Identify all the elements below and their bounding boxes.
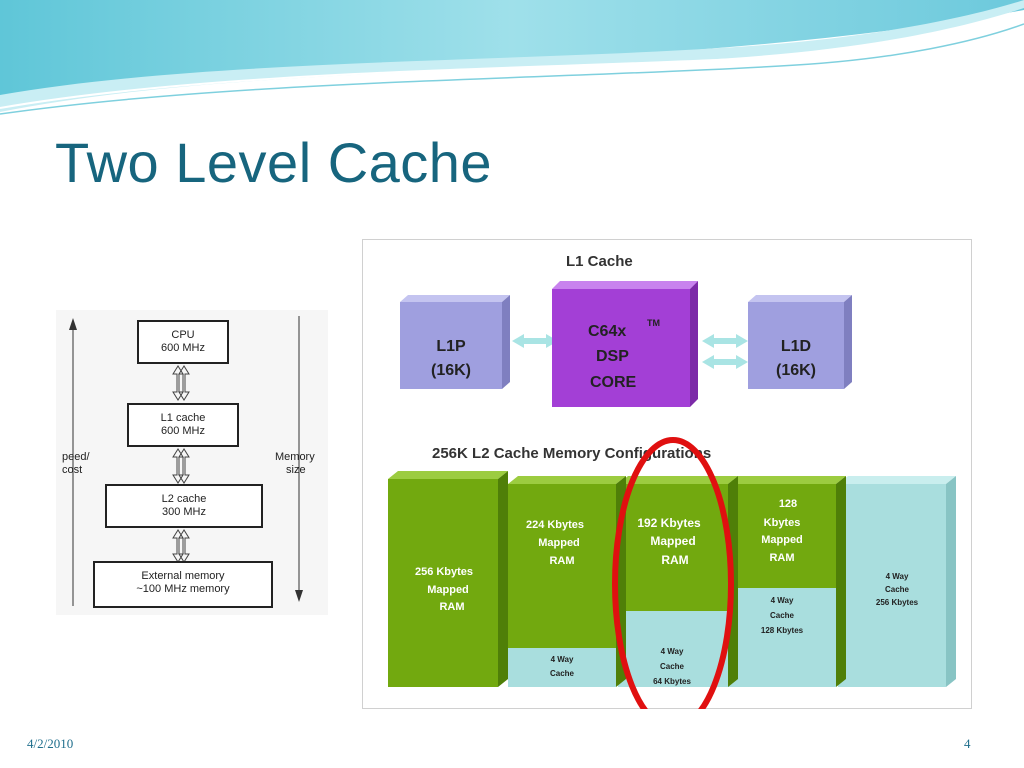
svg-text:RAM: RAM — [769, 552, 794, 564]
svg-text:600 MHz: 600 MHz — [161, 425, 205, 437]
svg-text:C64x: C64x — [588, 323, 626, 340]
svg-text:DSP: DSP — [596, 348, 629, 365]
right-axis-label-line2: size — [286, 464, 306, 476]
svg-text:Cache: Cache — [550, 669, 575, 678]
svg-text:300 MHz: 300 MHz — [162, 506, 206, 518]
svg-text:128: 128 — [779, 498, 797, 510]
svg-text:Cache: Cache — [660, 662, 685, 671]
svg-text:RAM: RAM — [549, 555, 574, 567]
bidirectional-arrow-icon — [172, 448, 190, 484]
svg-text:CPU: CPU — [171, 329, 194, 341]
svg-text:Cache: Cache — [885, 585, 910, 594]
bidirectional-arrow-icon — [512, 334, 558, 348]
svg-text:L1P: L1P — [436, 338, 466, 355]
external-memory-box — [93, 561, 273, 608]
bidirectional-arrow-icon — [702, 334, 748, 369]
up-arrow-icon — [69, 318, 77, 330]
svg-text:256 Kbytes: 256 Kbytes — [876, 598, 919, 607]
dsp-core-block: C64x TM DSP CORE — [552, 281, 698, 407]
left-axis-label-line2: cost — [62, 464, 82, 476]
svg-text:Mapped: Mapped — [538, 537, 580, 549]
left-axis-label-line1: peed/ — [62, 451, 90, 463]
svg-text:4 Way: 4 Way — [661, 647, 684, 656]
svg-text:~100 MHz memory: ~100 MHz memory — [136, 583, 230, 595]
l2-config-4: 128 Kbytes Mapped RAM 4 Way Cache 128 Kb… — [728, 476, 846, 687]
l2-config-2: 224 Kbytes Mapped RAM 4 Way Cache — [508, 476, 626, 687]
cache-configuration-diagram: L1 Cache L1P (16K) C64x TM DSP CORE L1D … — [362, 239, 972, 709]
l2-config-5: 4 Way Cache 256 Kbytes — [838, 476, 956, 687]
page-number: 4 — [964, 736, 971, 751]
svg-text:192 Kbytes: 192 Kbytes — [637, 516, 701, 530]
l1-cache-heading: L1 Cache — [566, 253, 633, 270]
l1p-block: L1P (16K) — [400, 295, 510, 389]
svg-text:256 Kbytes: 256 Kbytes — [415, 566, 473, 578]
svg-text:External memory: External memory — [141, 570, 225, 582]
svg-text:RAM: RAM — [661, 553, 688, 567]
svg-text:L1D: L1D — [781, 338, 811, 355]
svg-text:600 MHz: 600 MHz — [161, 342, 205, 354]
svg-text:64 Kbytes: 64 Kbytes — [653, 677, 691, 686]
slide-title: Two Level Cache — [55, 131, 493, 194]
cpu-box — [137, 320, 229, 364]
svg-text:4 Way: 4 Way — [771, 596, 794, 605]
right-axis-label-line1: Memory — [275, 451, 315, 463]
svg-text:TM: TM — [647, 318, 660, 328]
svg-text:Mapped: Mapped — [761, 534, 803, 546]
svg-text:L2 cache: L2 cache — [162, 493, 207, 505]
highlight-ellipse — [612, 437, 734, 709]
svg-text:(16K): (16K) — [776, 362, 816, 379]
svg-text:128 Kbytes: 128 Kbytes — [761, 626, 804, 635]
svg-text:4 Way: 4 Way — [886, 572, 909, 581]
svg-text:Mapped: Mapped — [650, 534, 695, 548]
l1-cache-box — [127, 403, 239, 447]
svg-text:224 Kbytes: 224 Kbytes — [526, 519, 584, 531]
svg-text:RAM: RAM — [439, 601, 464, 613]
svg-text:4 Way: 4 Way — [551, 655, 574, 664]
l2-cache-box — [105, 484, 263, 528]
l2-config-heading: 256K L2 Cache Memory Configurations — [432, 445, 711, 462]
bidirectional-arrow-icon — [172, 365, 190, 401]
svg-text:CORE: CORE — [590, 374, 637, 391]
svg-text:Kbytes: Kbytes — [764, 517, 801, 529]
svg-text:L1 cache: L1 cache — [161, 412, 206, 424]
header-wave-banner — [0, 0, 1024, 115]
l1d-block: L1D (16K) — [748, 295, 852, 389]
l2-config-1: 256 Kbytes Mapped RAM — [388, 471, 508, 687]
svg-text:(16K): (16K) — [431, 362, 471, 379]
down-arrow-icon — [295, 590, 303, 602]
memory-hierarchy-diagram: peed/ cost Memory size CPU 600 MHz L1 ca… — [56, 310, 328, 615]
l2-config-3: 192 Kbytes Mapped RAM 4 Way Cache 64 Kby… — [618, 476, 738, 687]
svg-text:Cache: Cache — [770, 611, 795, 620]
svg-text:Mapped: Mapped — [427, 584, 469, 596]
footer-date: 4/2/2010 — [27, 736, 74, 751]
